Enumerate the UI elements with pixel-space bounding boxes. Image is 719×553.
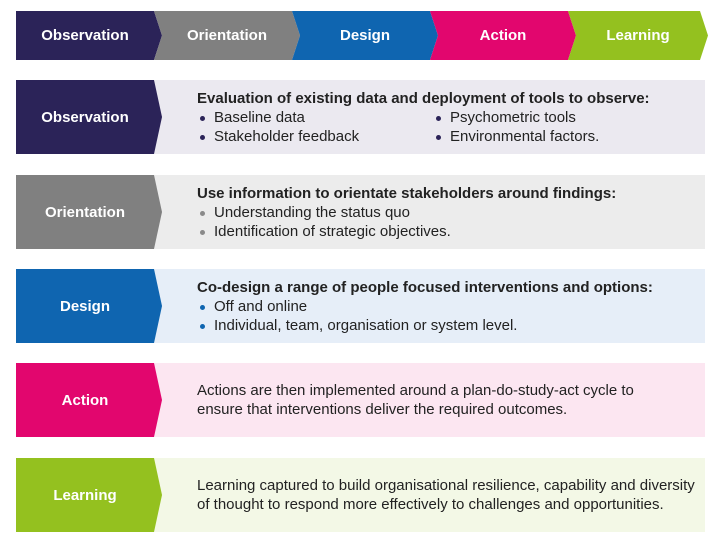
row-label: Observation: [16, 80, 162, 154]
row-heading: Evaluation of existing data and deployme…: [197, 89, 650, 107]
bullet-list: Baseline data Psychometric tools Stakeho…: [197, 108, 695, 146]
bullet-item: Stakeholder feedback: [197, 127, 433, 146]
row-content: Co-design a range of people focused inte…: [197, 269, 695, 343]
process-step-observation: Observation: [16, 11, 162, 60]
row-panel: [154, 363, 705, 437]
step-label: Action: [479, 27, 527, 44]
step-label: Design: [339, 27, 390, 44]
row-panel: [154, 458, 705, 532]
bullet-item: Environmental factors.: [433, 127, 695, 146]
row-label: Action: [16, 363, 162, 437]
row-learning: Learning Learning captured to build orga…: [16, 458, 705, 532]
bullet-item: Off and online: [197, 297, 695, 316]
bullet-item: Understanding the status quo: [197, 203, 695, 222]
step-label: Learning: [606, 27, 670, 44]
row-text: Learning captured to build organisationa…: [197, 477, 695, 513]
row-content: Evaluation of existing data and deployme…: [197, 80, 695, 154]
row-label: Orientation: [16, 175, 162, 249]
bullet-item: Identification of strategic objectives.: [197, 222, 695, 241]
bullet-item: Psychometric tools: [433, 108, 695, 127]
process-step-design: Design: [292, 11, 438, 60]
row-content: Use information to orientate stakeholder…: [197, 175, 695, 249]
row-orientation: Orientation Use information to orientate…: [16, 175, 705, 249]
row-content: Learning captured to build organisationa…: [197, 458, 695, 532]
row-label-text: Learning: [53, 486, 117, 504]
row-label-text: Design: [59, 297, 110, 315]
bullet-list: Off and online Individual, team, organis…: [197, 297, 695, 335]
process-step-learning: Learning: [568, 11, 708, 60]
row-label-text: Action: [61, 391, 109, 409]
step-label: Orientation: [186, 27, 267, 44]
step-label: Observation: [41, 27, 129, 44]
process-step-action: Action: [430, 11, 576, 60]
row-label: Design: [16, 269, 162, 343]
row-label-text: Orientation: [44, 203, 125, 221]
row-observation: Observation Evaluation of existing data …: [16, 80, 705, 154]
row-heading: Use information to orientate stakeholder…: [197, 184, 617, 202]
row-text: Actions are then implemented around a pl…: [197, 382, 634, 418]
row-panel: [154, 175, 705, 249]
row-panel: [154, 269, 705, 343]
row-design: Design Co-design a range of people focus…: [16, 269, 705, 343]
row-action: Action Actions are then implemented arou…: [16, 363, 705, 437]
row-label: Learning: [16, 458, 162, 532]
process-step-orientation: Orientation: [154, 11, 300, 60]
bullet-list: Understanding the status quo Identificat…: [197, 203, 695, 241]
row-panel: [154, 80, 705, 154]
row-label-text: Observation: [41, 108, 129, 126]
bullet-item: Individual, team, organisation or system…: [197, 316, 695, 335]
bullet-item: Baseline data: [197, 108, 433, 127]
row-content: Actions are then implemented around a pl…: [197, 363, 695, 437]
row-heading: Co-design a range of people focused inte…: [197, 278, 653, 296]
